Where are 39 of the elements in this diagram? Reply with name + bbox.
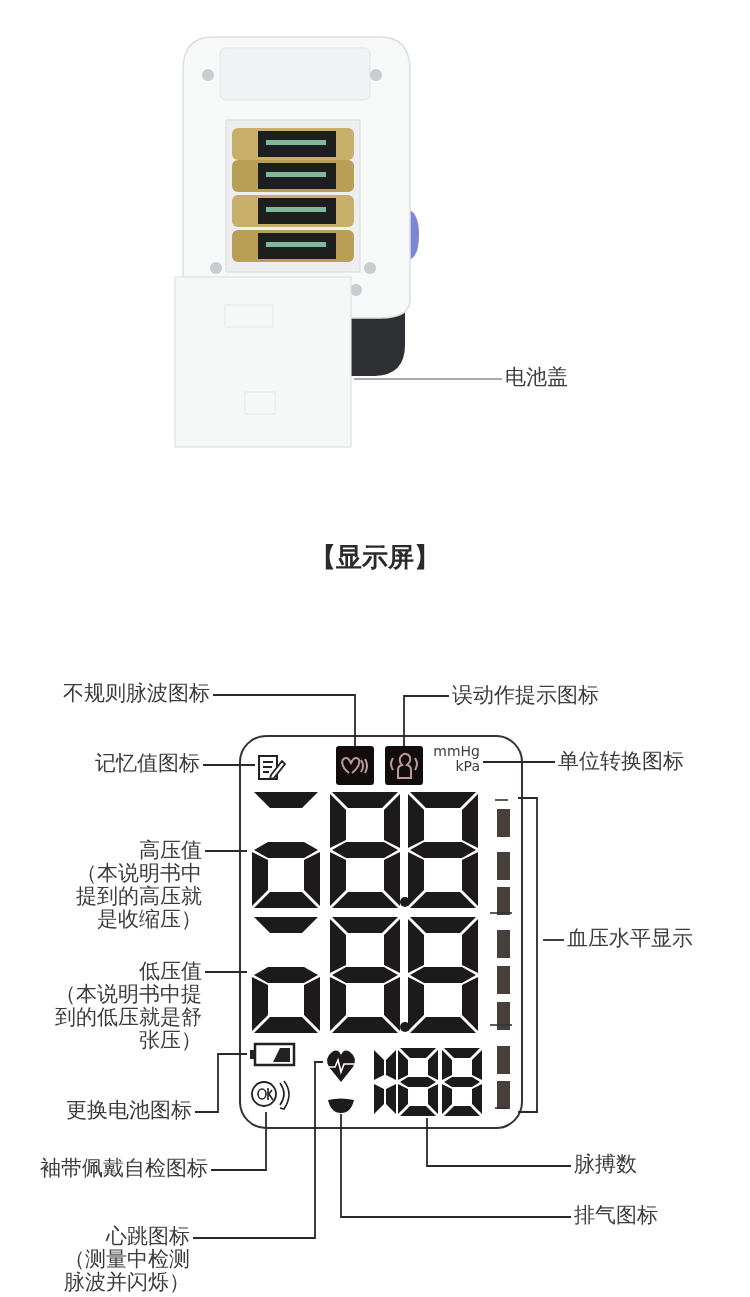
leader-line: [353, 378, 503, 380]
leader-line: [426, 1117, 572, 1167]
callout-note: （测量中检测脉波并闪烁）: [63, 1248, 190, 1294]
callout-label: 单位转换图标: [558, 750, 738, 773]
irregular-pulse-icon: [336, 746, 374, 785]
level-bar-indicator: [490, 796, 540, 1114]
callout-note: （本说明书中提到的低压就是舒张压）: [54, 983, 202, 1052]
exhaust-icon: [327, 1098, 355, 1114]
leader-line: [212, 694, 356, 747]
callout-label: 不规则脉波图标: [10, 682, 210, 705]
leader-line: [210, 1111, 267, 1171]
callout-label: 血压水平显示: [567, 927, 727, 950]
callout-label: 低压值: [138, 960, 202, 983]
callout-label: 电池盖: [505, 366, 595, 389]
leader-line: [482, 761, 556, 763]
leader-line: [204, 971, 248, 973]
leader-line: [202, 764, 256, 766]
callout-label: 脉搏数: [574, 1153, 694, 1176]
leader-line: [403, 695, 450, 747]
leader-line: [204, 850, 248, 852]
callout-label: 更换电池图标: [12, 1099, 192, 1122]
digit-display: [372, 1046, 484, 1118]
callout-label: 心跳图标: [104, 1225, 190, 1248]
callout-label: 排气图标: [574, 1204, 694, 1227]
callout-label: 袖带佩戴自检图标: [26, 1157, 208, 1180]
callout-label: 误动作提示图标: [452, 684, 652, 707]
leader-line: [340, 1113, 572, 1218]
callout-note: （本说明书中提到的高压就是收缩压）: [75, 862, 202, 931]
battery-icon: [250, 1043, 295, 1066]
callout-label: 记忆值图标: [20, 752, 200, 775]
leader-line: [194, 1053, 248, 1113]
leader-line: [542, 939, 565, 941]
body-movement-icon: [385, 746, 423, 785]
section-heading: 【显示屏】: [309, 541, 441, 574]
memory-icon: [258, 755, 286, 781]
callout-label: 高压值: [138, 839, 202, 862]
battery-cover: [175, 277, 351, 447]
leader-line: [192, 1061, 324, 1239]
unit-text: mmHg kPa: [428, 744, 480, 774]
